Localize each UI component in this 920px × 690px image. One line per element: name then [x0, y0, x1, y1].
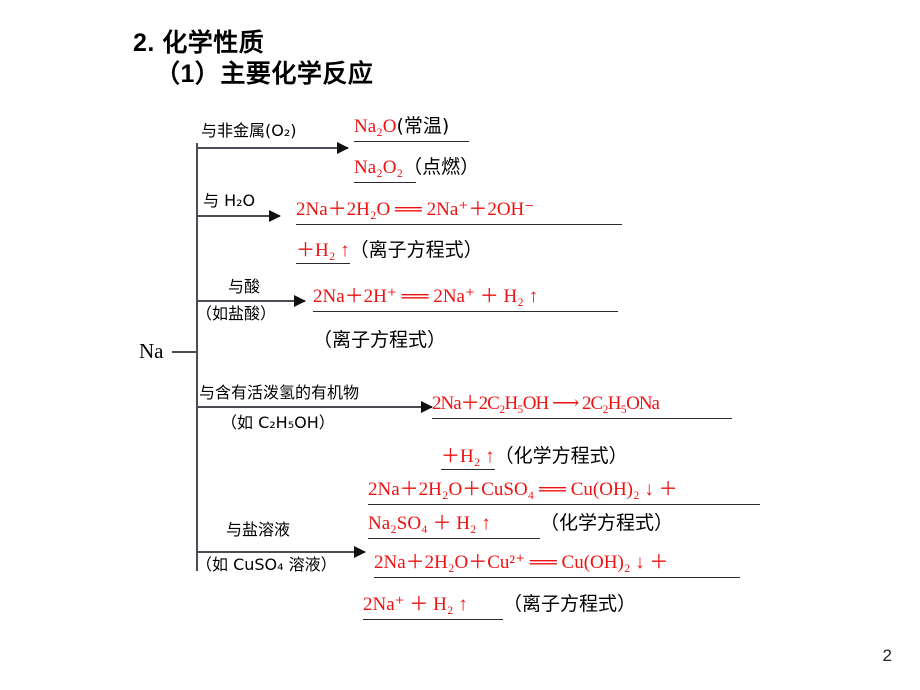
- title-line-1: 2. 化学性质: [133, 29, 265, 57]
- tree-spine: [196, 143, 198, 571]
- equation-nonmetal-2-formula: Na₂O₂: [354, 157, 404, 178]
- equation-nonmetal-2-note: （点燃）: [403, 156, 480, 178]
- equation-nonmetal-1-formula: Na₂O: [354, 116, 397, 137]
- branch-line-acid: [197, 295, 306, 307]
- page-title: 2. 化学性质 （1）主要化学反应: [133, 28, 373, 90]
- branch-label-nonmetal: 与非金属(O₂): [201, 121, 297, 140]
- equation-acid-2-note: （离子方程式）: [313, 329, 447, 351]
- root-node-na: Na: [139, 339, 164, 363]
- page-number: 2: [882, 646, 892, 665]
- equation-water-2-note: （离子方程式）: [349, 239, 483, 261]
- branch-label-organic: 与含有活泼氢的有机物: [199, 383, 360, 402]
- equation-nonmetal-1-note: (常温): [396, 115, 450, 137]
- branch-label-salt-solution: 与盐溶液: [226, 520, 291, 539]
- equation-salt-2: Na₂SO₄ ＋ H₂ ↑（化学方程式）: [368, 511, 673, 539]
- equation-salt-1: 2Na＋2H₂O＋CuSO₄ ══ Cu(OH)₂ ↓ ＋: [368, 478, 760, 505]
- branch-label-acid: 与酸: [228, 277, 261, 296]
- equation-water-1: 2Na＋2H₂O ══ 2Na⁺＋2OH⁻: [296, 198, 622, 225]
- branch-line-salt-solution: [197, 546, 366, 558]
- equation-salt-3-formula: 2Na＋2H₂O＋Cu²⁺ ══ Cu(OH)₂ ↓ ＋: [374, 552, 669, 573]
- equation-salt-3: 2Na＋2H₂O＋Cu²⁺ ══ Cu(OH)₂ ↓ ＋: [374, 551, 740, 578]
- equation-organic-1: 2Na＋2C₂H₅OH ⟶ 2C₂H₅ONa: [432, 392, 732, 419]
- root-connector: [172, 351, 198, 353]
- equation-water-2-formula: ＋H₂ ↑: [296, 240, 350, 264]
- equation-nonmetal-2: Na₂O₂（点燃）: [354, 155, 479, 183]
- equation-nonmetal-1: Na₂O(常温): [354, 114, 469, 142]
- branch-sublabel-organic: （如 C₂H₅OH）: [221, 413, 335, 432]
- title-line-2: （1）主要化学反应: [155, 60, 374, 88]
- equation-salt-4: 2Na⁺ ＋ H₂ ↑（离子方程式）: [363, 592, 636, 620]
- equation-water-2: ＋H₂ ↑（离子方程式）: [296, 238, 483, 264]
- equation-organic-2: ＋H₂ ↑（化学方程式）: [441, 444, 628, 470]
- branch-line-nonmetal: [197, 142, 349, 154]
- equation-acid-1-formula: 2Na＋2H⁺ ══ 2Na⁺ ＋ H₂ ↑: [313, 286, 539, 307]
- equation-organic-2-formula: ＋H₂ ↑: [441, 446, 495, 470]
- equation-acid-1: 2Na＋2H⁺ ══ 2Na⁺ ＋ H₂ ↑: [313, 285, 618, 312]
- branch-sublabel-salt-solution: （如 CuSO₄ 溶液）: [196, 555, 337, 574]
- branch-line-water: [197, 210, 281, 222]
- equation-salt-1-formula: 2Na＋2H₂O＋CuSO₄ ══ Cu(OH)₂ ↓ ＋: [368, 479, 678, 500]
- equation-salt-4-note: （离子方程式）: [503, 593, 637, 615]
- branch-label-water: 与 H₂O: [203, 191, 256, 210]
- equation-organic-2-note: （化学方程式）: [494, 445, 628, 467]
- equation-acid-2: （离子方程式）: [313, 328, 446, 353]
- equation-salt-2-note: （化学方程式）: [540, 512, 674, 534]
- branch-line-organic: [197, 401, 433, 413]
- equation-salt-4-formula: 2Na⁺ ＋ H₂ ↑: [363, 593, 503, 620]
- equation-salt-2-formula: Na₂SO₄ ＋ H₂ ↑: [368, 512, 540, 539]
- equation-organic-1-formula: 2Na＋2C₂H₅OH ⟶ 2C₂H₅ONa: [432, 393, 660, 414]
- branch-sublabel-acid: （如盐酸）: [196, 304, 277, 323]
- equation-water-1-formula: 2Na＋2H₂O ══ 2Na⁺＋2OH⁻: [296, 199, 535, 220]
